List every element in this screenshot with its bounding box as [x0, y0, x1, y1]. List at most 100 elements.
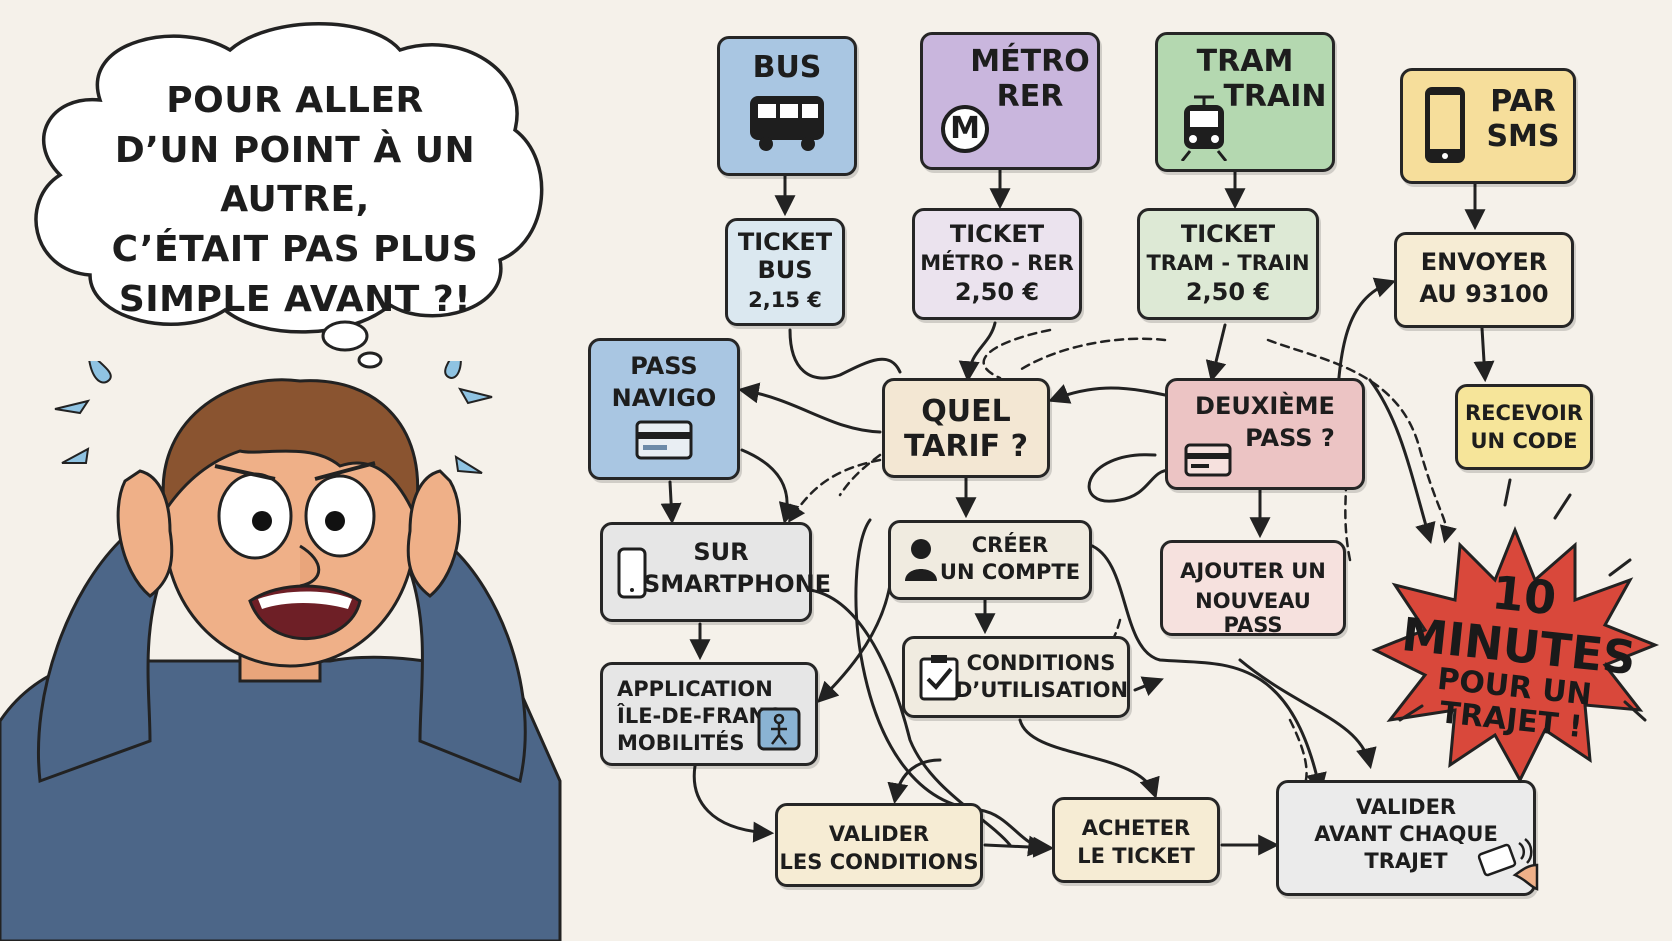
step-deuxieme-pass-l2: PASS ? — [1245, 423, 1335, 452]
bus-icon — [750, 95, 824, 151]
tangle-6 — [1133, 676, 1164, 696]
bubble-line-1: POUR ALLER — [166, 80, 424, 121]
step-quel-tarif-box: QUEL TARIF ? — [882, 378, 1050, 478]
burst-rays — [1398, 478, 1647, 722]
arrow-navigo-smartphone2 — [740, 448, 800, 525]
card-icon — [635, 420, 693, 460]
step-valider-trajet-l1: VALIDER — [1355, 795, 1457, 819]
mode-metro-label-1: MÉTRO — [970, 44, 1090, 79]
ticket-bus-price: 2,15 € — [748, 288, 822, 313]
tangle-4 — [1087, 453, 1172, 503]
arrow-deuxieme-tarif — [1048, 384, 1167, 404]
step-conditions-box: CONDITIONS D’UTILISATION — [902, 636, 1130, 718]
step-application-box: APPLICATION ÎLE-DE-FRANCE MOBILITÉS — [600, 662, 818, 766]
tangle-3 — [1238, 658, 1377, 770]
tram-icon — [1180, 95, 1228, 161]
step-pass-navigo-l2: NAVIGO — [611, 383, 717, 412]
step-creer-compte-box: CRÉER UN COMPTE — [888, 520, 1092, 600]
step-ajouter-pass-l2: NOUVEAU PASS — [1195, 589, 1311, 638]
smartphone-icon — [617, 547, 647, 599]
card-icon — [1184, 443, 1232, 477]
step-envoyer-box: ENVOYER AU 93100 — [1394, 232, 1574, 328]
metro-icon: M — [941, 105, 989, 153]
bubble-line-4: SIMPLE AVANT ?! — [118, 278, 472, 320]
step-deuxieme-pass-l1: DEUXIÈME — [1195, 392, 1335, 420]
bubble-text: POUR ALLER D’UN POINT À UN AUTRE, C’ÉTAI… — [60, 76, 530, 324]
step-quel-tarif-l2: TARIF ? — [904, 428, 1028, 464]
stressed-person — [0, 361, 562, 941]
tangle-5 — [817, 583, 892, 703]
ticket-bus-box: TICKET BUS 2,15 € — [725, 218, 845, 326]
burst-shape — [1371, 525, 1660, 784]
step-valider-conditions-box: VALIDER LES CONDITIONS — [775, 803, 983, 887]
dashed-3 — [788, 458, 882, 523]
step-ajouter-pass-box: AJOUTER UN NOUVEAU PASS — [1160, 540, 1346, 638]
step-acheter-l1: ACHETER — [1081, 816, 1191, 840]
ticket-metro-box: TICKET MÉTRO - RER 2,50 € — [912, 208, 1082, 320]
step-recevoir-l1: RECEVOIR — [1465, 401, 1583, 425]
step-acheter-l2: LE TICKET — [1077, 844, 1195, 869]
arrow-conditions-valider — [887, 758, 942, 805]
mode-metro-label-2: RER — [996, 78, 1064, 114]
tangle-2 — [1088, 543, 1327, 795]
mode-metro-box: MÉTRO RER M — [920, 32, 1100, 170]
step-valider-trajet-l3: TRAJET — [1364, 849, 1448, 874]
arrow-busticket-tarif — [788, 328, 902, 380]
mode-bus-box: BUS — [717, 36, 857, 176]
checklist-icon — [919, 655, 959, 701]
step-smartphone-l1: SUR — [693, 538, 749, 566]
arrow-tarif-navigo — [737, 382, 882, 434]
mode-sms-label-2: SMS — [1486, 118, 1560, 154]
ticket-tram-price: 2,50 € — [1185, 277, 1271, 306]
dashed-2 — [1018, 337, 1167, 372]
step-valider-trajet-l2: AVANT CHAQUE — [1314, 822, 1498, 847]
tangle-1 — [854, 518, 1050, 857]
step-valider-conditions-l2: LES CONDITIONS — [779, 850, 979, 875]
app-icon — [757, 707, 801, 751]
arrow-navigo-smartphone — [660, 480, 682, 525]
step-quel-tarif-l1: QUEL — [921, 394, 1011, 429]
step-application-l3: MOBILITÉS — [617, 731, 745, 756]
step-deuxieme-pass-box: DEUXIÈME PASS ? — [1165, 378, 1365, 490]
thought-bubble — [34, 22, 544, 369]
step-recevoir-l2: UN CODE — [1470, 429, 1578, 454]
arrow-metroticket-tarif — [958, 321, 997, 383]
arrow-conditions-acheter — [1018, 718, 1160, 799]
step-pass-navigo-box: PASS NAVIGO — [588, 338, 740, 480]
step-creer-compte-l1: CRÉER — [971, 533, 1049, 557]
step-smartphone-box: SUR SMARTPHONE — [600, 522, 832, 622]
step-conditions-l1: CONDITIONS — [966, 651, 1116, 675]
step-ajouter-pass-l1: AJOUTER UN — [1180, 559, 1326, 583]
smartphone-icon — [1425, 87, 1465, 163]
tangle-7 — [1368, 378, 1436, 545]
metro-icon-letter: M — [950, 111, 980, 146]
dashed-1 — [982, 328, 1052, 380]
dashed-7 — [838, 453, 882, 497]
user-icon — [905, 539, 937, 581]
step-conditions-l2: D’UTILISATION — [955, 678, 1129, 703]
ticket-metro-l1: TICKET — [949, 220, 1045, 248]
ticket-tram-l2: TRAM - TRAIN — [1146, 250, 1310, 275]
ticket-metro-l2: MÉTRO - RER — [920, 250, 1074, 275]
step-valider-trajet-box: VALIDER AVANT CHAQUE TRAJET — [1276, 780, 1539, 896]
step-smartphone-l2: SMARTPHONE — [643, 569, 832, 598]
ticket-bus-l2: BUS — [757, 255, 813, 284]
step-recevoir-box: RECEVOIR UN CODE — [1455, 384, 1593, 470]
mode-tram-box: TRAM TRAIN — [1155, 32, 1335, 172]
step-acheter-box: ACHETER LE TICKET — [1052, 797, 1220, 883]
step-envoyer-l1: ENVOYER — [1420, 248, 1548, 276]
ticket-bus-l1: TICKET — [737, 228, 833, 256]
sweat-drops-icon — [54, 361, 493, 474]
arrow-app-valider — [692, 764, 775, 843]
ticket-tram-box: TICKET TRAM - TRAIN 2,50 € — [1137, 208, 1319, 320]
arrow-tramticket-deuxieme — [1205, 323, 1227, 383]
mode-tram-label-1: TRAM — [1196, 44, 1294, 79]
step-creer-compte-l2: UN COMPTE — [939, 560, 1081, 585]
mode-bus-label: BUS — [752, 50, 822, 85]
step-pass-navigo-l1: PASS — [630, 352, 698, 380]
bubble-line-2: D’UN POINT À UN AUTRE, — [114, 129, 476, 221]
step-application-l1: APPLICATION — [617, 677, 773, 701]
mode-sms-box: PAR SMS — [1400, 68, 1576, 184]
step-valider-conditions-l1: VALIDER — [828, 822, 930, 846]
